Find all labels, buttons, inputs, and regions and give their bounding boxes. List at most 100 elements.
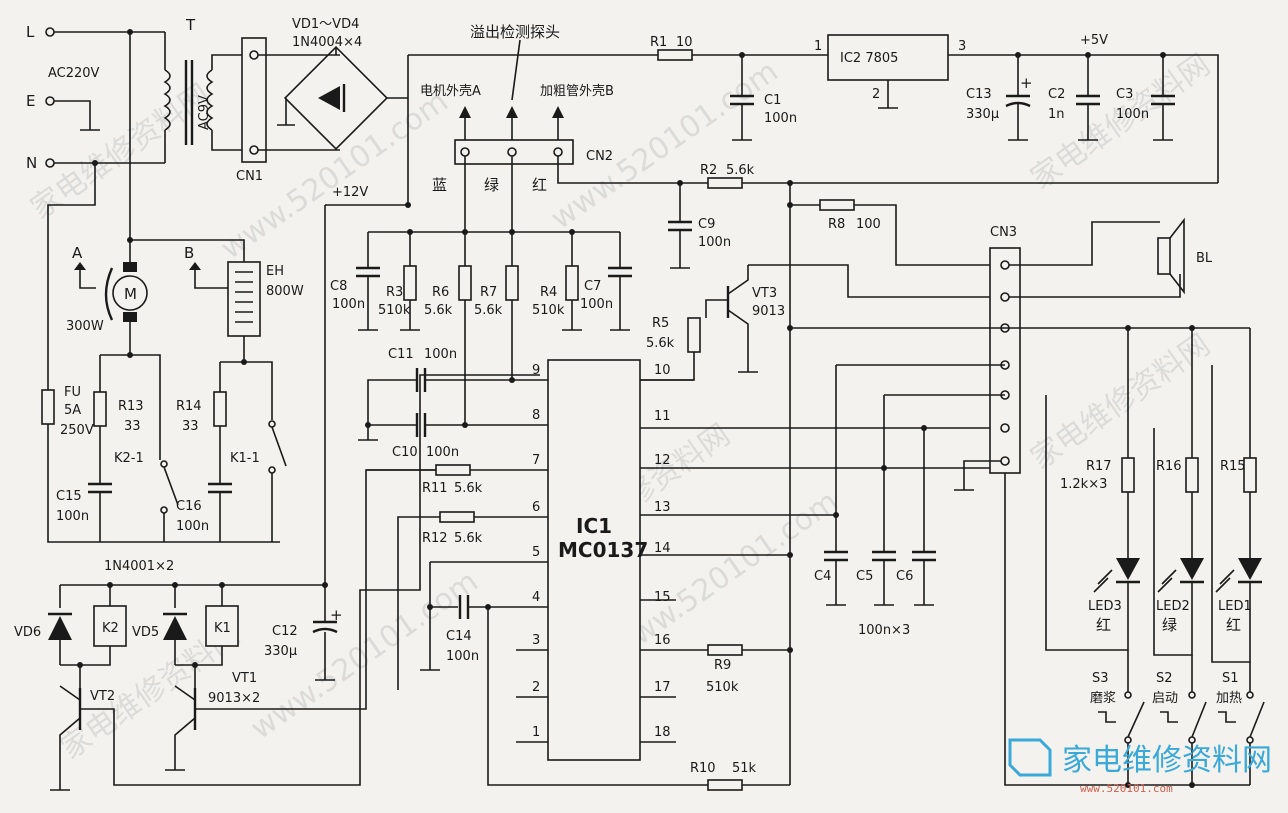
svg-text:家电维修资料网: 家电维修资料网 bbox=[1062, 743, 1272, 778]
svg-text:9013: 9013 bbox=[752, 304, 785, 319]
svg-text:R4: R4 bbox=[540, 285, 557, 300]
svg-text:100n: 100n bbox=[176, 519, 209, 534]
svg-text:R1: R1 bbox=[650, 35, 667, 50]
svg-text:B: B bbox=[184, 244, 194, 262]
regulator-section: R1 10 C1 100n 1 IC2 7805 2 3 +5V + C13 3… bbox=[650, 33, 1219, 183]
svg-text:家电维修资料网: 家电维修资料网 bbox=[1025, 327, 1217, 476]
fuse-snubber: FU 5A 250V R13 33 K2-1 C15 100n R14 33 K… bbox=[41, 163, 287, 543]
svg-text:300W: 300W bbox=[66, 319, 104, 334]
svg-text:EH: EH bbox=[266, 264, 284, 279]
terminal-l bbox=[45, 27, 55, 37]
svg-text:VT3: VT3 bbox=[752, 286, 777, 301]
svg-text:R12: R12 bbox=[422, 531, 448, 546]
svg-text:33: 33 bbox=[124, 419, 141, 434]
svg-text:1.2k×3: 1.2k×3 bbox=[1060, 477, 1107, 492]
svg-text:15: 15 bbox=[654, 590, 671, 605]
svg-text:6: 6 bbox=[532, 500, 540, 515]
svg-text:33: 33 bbox=[182, 419, 199, 434]
svg-text:启动: 启动 bbox=[1152, 691, 1178, 706]
label-ac220: AC220V bbox=[48, 66, 100, 81]
svg-text:红: 红 bbox=[1096, 616, 1111, 634]
svg-text:18: 18 bbox=[654, 725, 671, 740]
svg-text:CN1: CN1 bbox=[236, 169, 263, 184]
svg-text:C8: C8 bbox=[330, 279, 347, 294]
svg-text:C12: C12 bbox=[272, 624, 298, 639]
svg-text:C2: C2 bbox=[1048, 87, 1065, 102]
svg-text:7: 7 bbox=[532, 453, 540, 468]
svg-text:100n: 100n bbox=[698, 235, 731, 250]
svg-text:蓝: 蓝 bbox=[432, 176, 447, 194]
svg-text:VD1～VD4: VD1～VD4 bbox=[292, 17, 359, 32]
svg-text:红: 红 bbox=[532, 176, 547, 194]
svg-text:2: 2 bbox=[872, 87, 880, 102]
label-n: N bbox=[26, 154, 37, 172]
svg-text:5.6k: 5.6k bbox=[454, 481, 483, 496]
svg-text:K2: K2 bbox=[102, 621, 119, 636]
svg-text:电机外壳A: 电机外壳A bbox=[420, 84, 481, 99]
svg-text:S2: S2 bbox=[1156, 671, 1173, 686]
svg-text:R3: R3 bbox=[386, 285, 403, 300]
svg-text:2: 2 bbox=[532, 680, 540, 695]
svg-text:100n: 100n bbox=[424, 347, 457, 362]
svg-text:16: 16 bbox=[654, 633, 671, 648]
svg-text:4: 4 bbox=[532, 590, 540, 605]
svg-text:C11: C11 bbox=[388, 347, 414, 362]
svg-text:C16: C16 bbox=[176, 499, 202, 514]
svg-text:11: 11 bbox=[654, 409, 671, 424]
svg-text:BL: BL bbox=[1196, 251, 1213, 266]
svg-text:C10: C10 bbox=[392, 445, 418, 460]
svg-text:R2: R2 bbox=[700, 163, 717, 178]
svg-text:C13: C13 bbox=[966, 87, 992, 102]
bridge-rectifier: VD1～VD4 1N4004×4 bbox=[277, 17, 408, 151]
svg-text:IC2 7805: IC2 7805 bbox=[840, 51, 898, 66]
svg-text:R8: R8 bbox=[828, 217, 845, 232]
svg-text:R11: R11 bbox=[422, 481, 448, 496]
terminal-e bbox=[45, 96, 55, 106]
svg-text:IC1: IC1 bbox=[576, 514, 612, 538]
svg-text:A: A bbox=[72, 244, 83, 262]
svg-text:100n: 100n bbox=[56, 509, 89, 524]
terminal-n bbox=[45, 158, 55, 168]
ic1-peripherals: C11 100n C10 100n R11 5.6k R12 5.6k C14 … bbox=[358, 347, 790, 791]
svg-text:CN2: CN2 bbox=[586, 149, 613, 164]
svg-text:加热: 加热 bbox=[1216, 691, 1242, 706]
svg-text:1n: 1n bbox=[1048, 107, 1065, 122]
svg-text:17: 17 bbox=[654, 680, 671, 695]
cn1-connector: CN1 bbox=[236, 37, 340, 184]
svg-text:3: 3 bbox=[532, 633, 540, 648]
svg-text:+12V: +12V bbox=[332, 185, 368, 200]
svg-text:S1: S1 bbox=[1222, 671, 1239, 686]
svg-text:+5V: +5V bbox=[1080, 33, 1108, 48]
svg-text:+: + bbox=[330, 606, 343, 624]
svg-text:9: 9 bbox=[532, 363, 540, 378]
svg-text:LED3: LED3 bbox=[1088, 599, 1122, 614]
svg-text:100n×3: 100n×3 bbox=[858, 623, 910, 638]
svg-text:3: 3 bbox=[958, 39, 966, 54]
svg-text:+: + bbox=[1020, 74, 1033, 92]
svg-text:9013×2: 9013×2 bbox=[208, 691, 260, 706]
svg-text:R13: R13 bbox=[118, 399, 144, 414]
svg-text:C5: C5 bbox=[856, 569, 873, 584]
svg-text:100: 100 bbox=[856, 217, 881, 232]
svg-text:100n: 100n bbox=[332, 297, 365, 312]
svg-text:www.520101.com: www.520101.com bbox=[1080, 782, 1173, 795]
overflow-probe: 溢出检测探头 电机外壳A 加粗管外壳B CN2 蓝 绿 红 bbox=[420, 23, 708, 425]
svg-text:C1: C1 bbox=[764, 93, 781, 108]
svg-text:250V: 250V bbox=[60, 423, 94, 438]
label-l: L bbox=[26, 23, 35, 41]
svg-text:K1: K1 bbox=[214, 621, 231, 636]
svg-text:C4: C4 bbox=[814, 569, 831, 584]
svg-text:LED2: LED2 bbox=[1156, 599, 1190, 614]
svg-text:51k: 51k bbox=[732, 761, 757, 776]
svg-text:C14: C14 bbox=[446, 629, 472, 644]
svg-text:800W: 800W bbox=[266, 284, 304, 299]
svg-text:M: M bbox=[124, 285, 137, 303]
svg-text:VD5: VD5 bbox=[132, 625, 159, 640]
svg-text:330μ: 330μ bbox=[966, 107, 999, 122]
svg-text:10: 10 bbox=[676, 35, 693, 50]
svg-text:VT1: VT1 bbox=[232, 671, 257, 686]
svg-text:R7: R7 bbox=[480, 285, 497, 300]
svg-text:5.6k: 5.6k bbox=[424, 303, 453, 318]
